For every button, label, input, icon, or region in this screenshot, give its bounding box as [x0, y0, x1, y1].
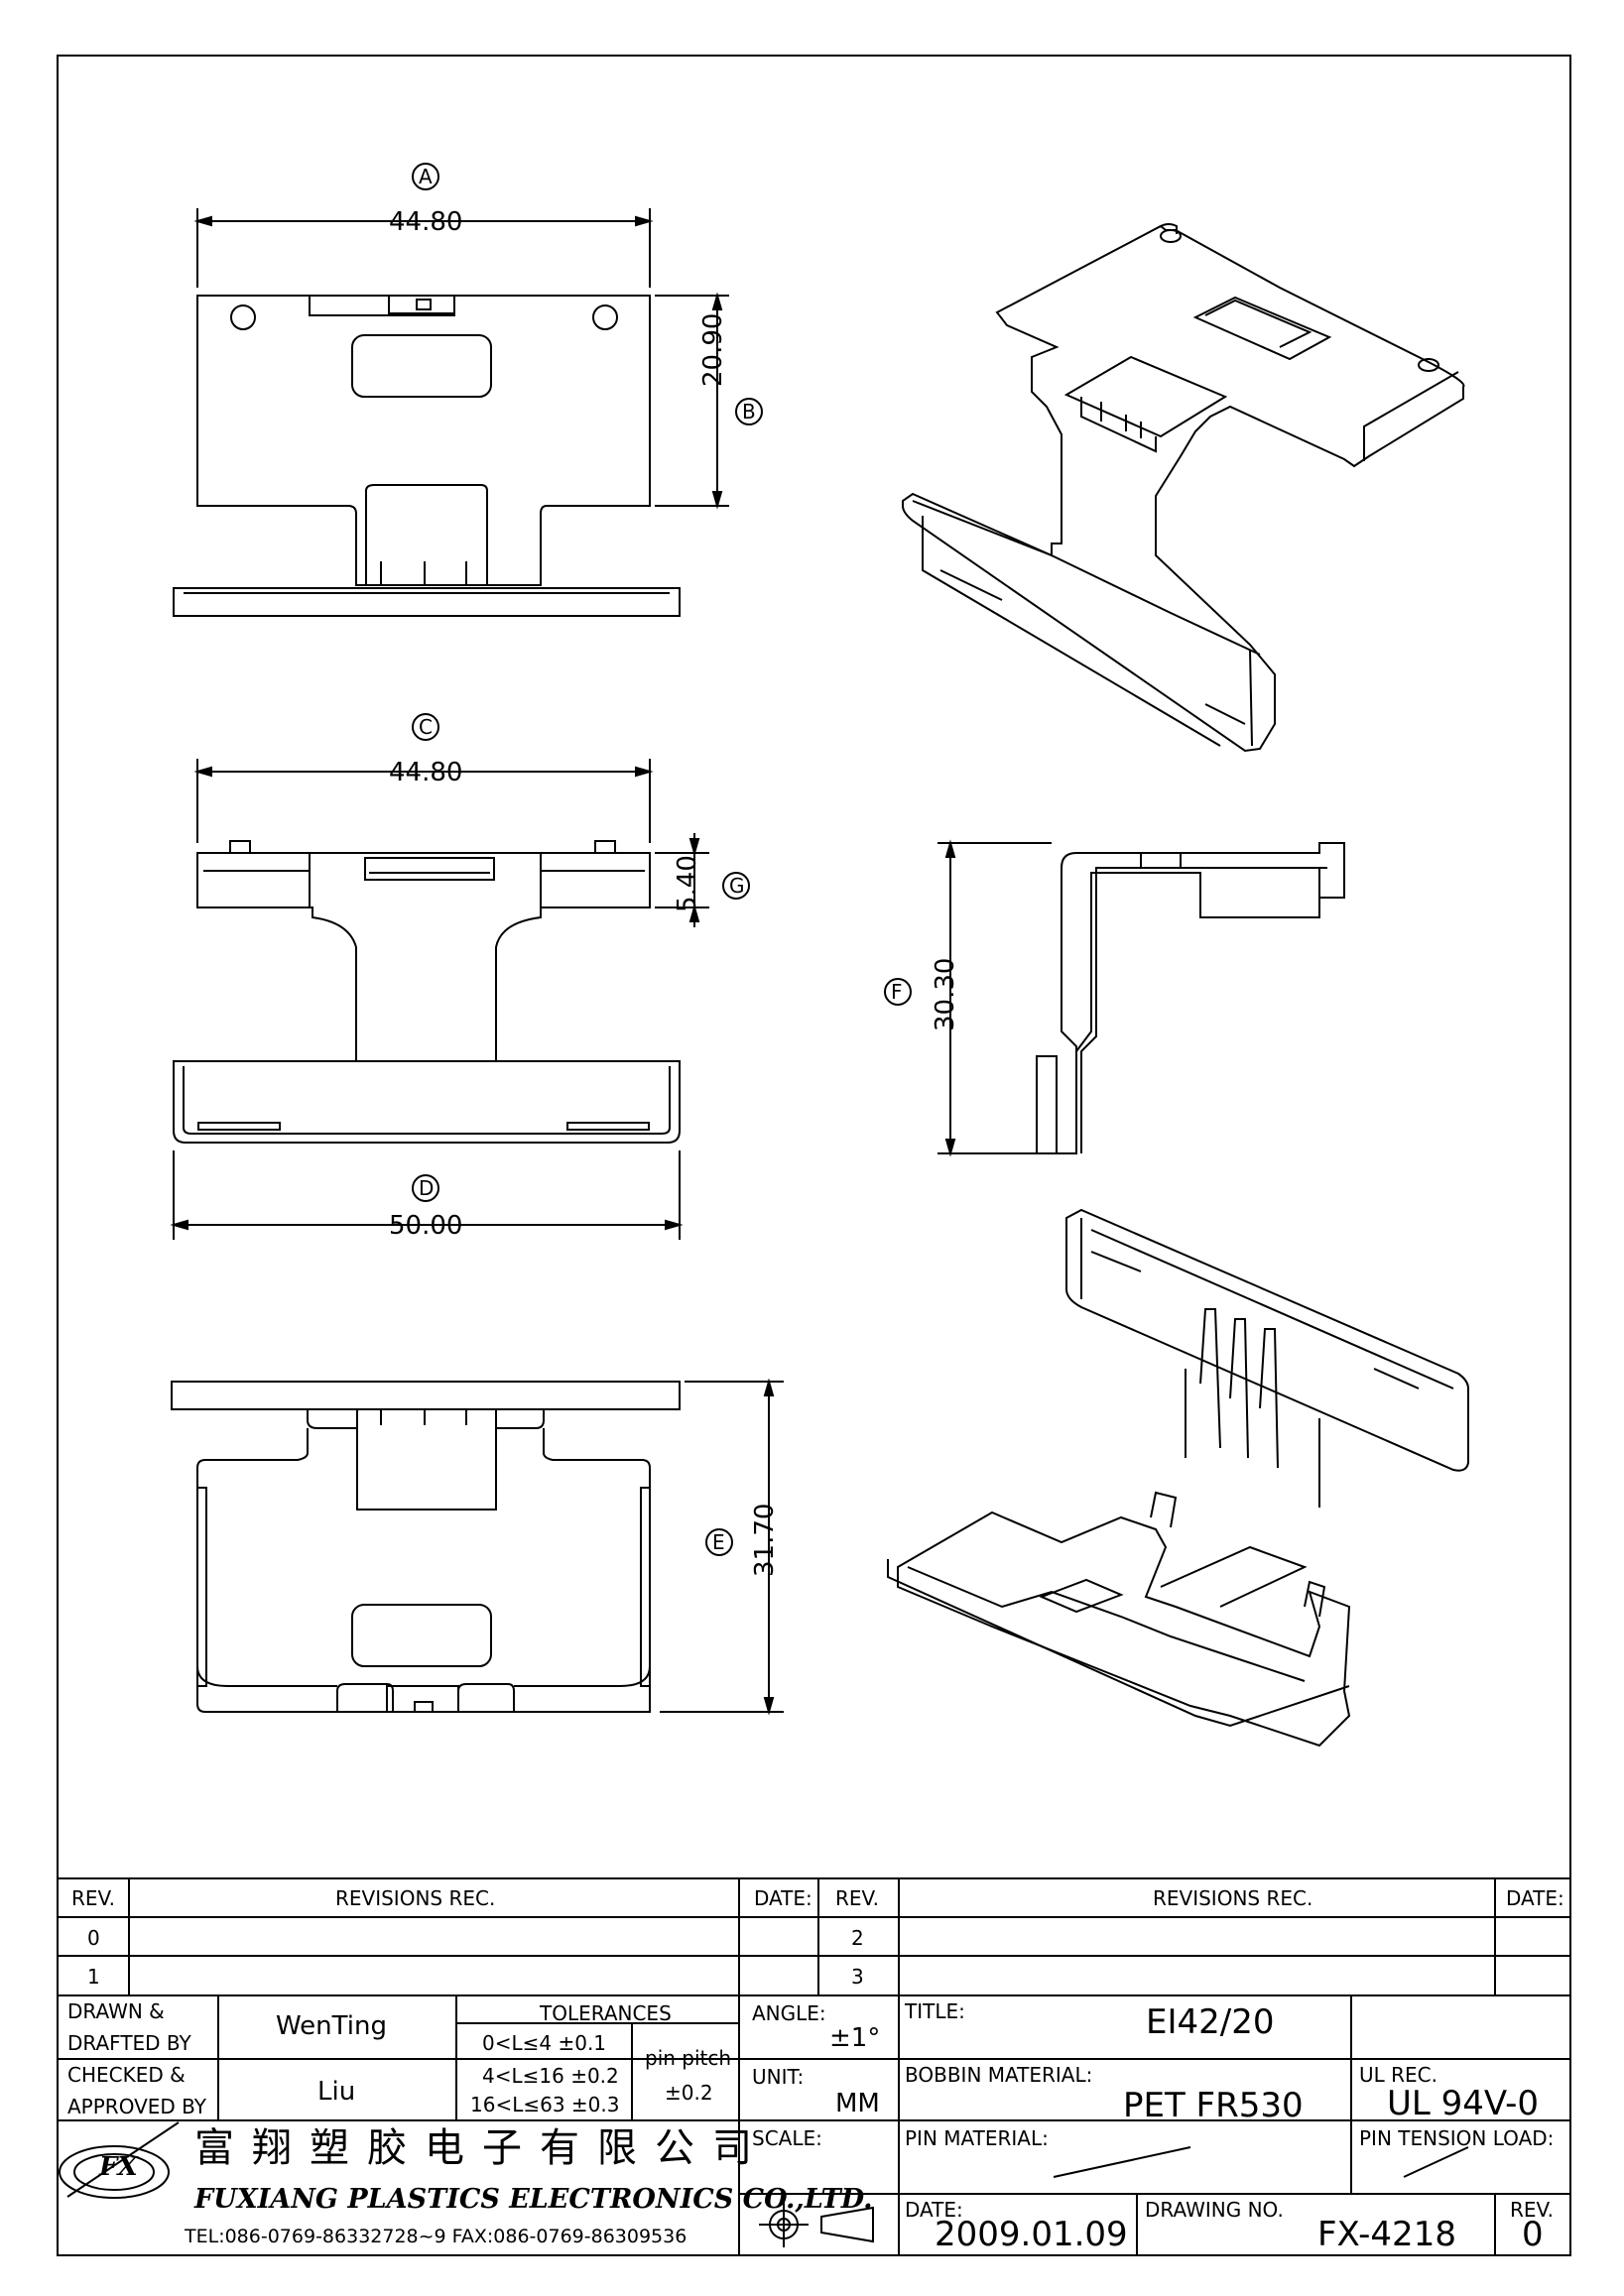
angle-value: ±1°	[829, 2023, 881, 2053]
pin-tension-load-label: PIN TENSION LOAD:	[1359, 2126, 1555, 2150]
callout-b: B	[742, 400, 756, 423]
base-width-dimension: 50.00	[389, 1211, 463, 1241]
rev-label: REV.	[1510, 2198, 1554, 2222]
rev-value: 0	[1522, 2215, 1544, 2254]
front-height-dimension: 5.40	[673, 855, 702, 912]
drawing-no-value: FX-4218	[1317, 2215, 1456, 2254]
bottom-view	[171, 1378, 784, 1716]
front-width-dimension: 44.80	[389, 758, 463, 787]
revisions-header-left: REVISIONS REC.	[335, 1886, 496, 1910]
title-value: EI42/20	[1146, 2002, 1275, 2042]
checked-label-line1: CHECKED &	[67, 2063, 186, 2087]
rev-header-left: REV.	[71, 1886, 115, 1910]
drawing-no-label: DRAWING NO.	[1145, 2198, 1284, 2222]
rev-row-0: 0	[87, 1926, 100, 1950]
rev-row-1: 1	[87, 1965, 100, 1989]
top-view	[173, 163, 763, 617]
callout-e: E	[712, 1530, 725, 1554]
title-label: TITLE:	[905, 1999, 965, 2023]
rev-row-2: 2	[851, 1926, 864, 1950]
bobbin-material-label: BOBBIN MATERIAL:	[905, 2063, 1093, 2087]
date-header-right: DATE:	[1506, 1886, 1564, 1910]
angle-label: ANGLE:	[752, 2001, 826, 2025]
scale-label: SCALE:	[752, 2126, 822, 2150]
side-height-dimension: 30.30	[931, 957, 960, 1031]
pin-pitch-value: ±0.2	[665, 2081, 713, 2105]
drawn-by-value: WenTing	[276, 2011, 387, 2041]
callout-f: F	[891, 980, 903, 1004]
rev-row-3: 3	[851, 1965, 864, 1989]
bottom-height-dimension: 31.70	[750, 1503, 780, 1577]
pin-material-label: PIN MATERIAL:	[905, 2126, 1049, 2150]
title-block-grid	[58, 1877, 1570, 2255]
side-view	[884, 839, 1345, 1157]
callout-a: A	[419, 165, 433, 188]
bobbin-material-value: PET FR530	[1123, 2086, 1304, 2125]
company-logo-text: FX	[99, 2152, 138, 2182]
date-value: 2009.01.09	[935, 2215, 1128, 2254]
company-name-chinese: 富翔塑胶电子有限公司	[194, 2125, 770, 2171]
isometric-view-bottom	[887, 1208, 1469, 1748]
callout-g: G	[729, 874, 745, 898]
company-name-english: FUXIANG PLASTICS ELECTRONICS CO.,LTD.	[194, 2184, 873, 2215]
tolerance-range-2: 4<L≤16 ±0.2	[482, 2064, 619, 2088]
drawn-label-line1: DRAWN &	[67, 1999, 165, 2023]
checked-label-line2: APPROVED BY	[67, 2095, 207, 2118]
unit-label: UNIT:	[752, 2065, 805, 2089]
ul-rec-label: UL REC.	[1359, 2063, 1437, 2087]
isometric-view-top	[902, 223, 1465, 753]
date-label: DATE:	[905, 2198, 963, 2222]
callout-d: D	[419, 1176, 435, 1200]
ul-rec-value: UL 94V-0	[1387, 2084, 1540, 2123]
checked-by-value: Liu	[317, 2077, 356, 2107]
tolerance-range-3: 16<L≤63 ±0.3	[470, 2093, 620, 2116]
rev-header-right: REV.	[835, 1886, 879, 1910]
drawn-label-line2: DRAFTED BY	[67, 2031, 191, 2055]
date-header-left: DATE:	[754, 1886, 812, 1910]
callout-c: C	[419, 715, 433, 739]
top-width-dimension: 44.80	[389, 207, 463, 237]
top-height-dimension: 20.90	[698, 312, 728, 387]
pin-pitch-label: pin pitch	[645, 2046, 732, 2070]
revisions-header-right: REVISIONS REC.	[1153, 1886, 1313, 1910]
front-view	[170, 713, 750, 1240]
company-logo	[59, 2121, 180, 2199]
tolerance-range-1: 0<L≤4 ±0.1	[482, 2031, 607, 2055]
drawing-border	[57, 55, 1571, 2256]
unit-value: MM	[835, 2089, 880, 2118]
tolerances-label: TOLERANCES	[540, 2001, 672, 2025]
company-contact: TEL:086-0769-86332728~9 FAX:086-0769-863…	[185, 2226, 687, 2247]
